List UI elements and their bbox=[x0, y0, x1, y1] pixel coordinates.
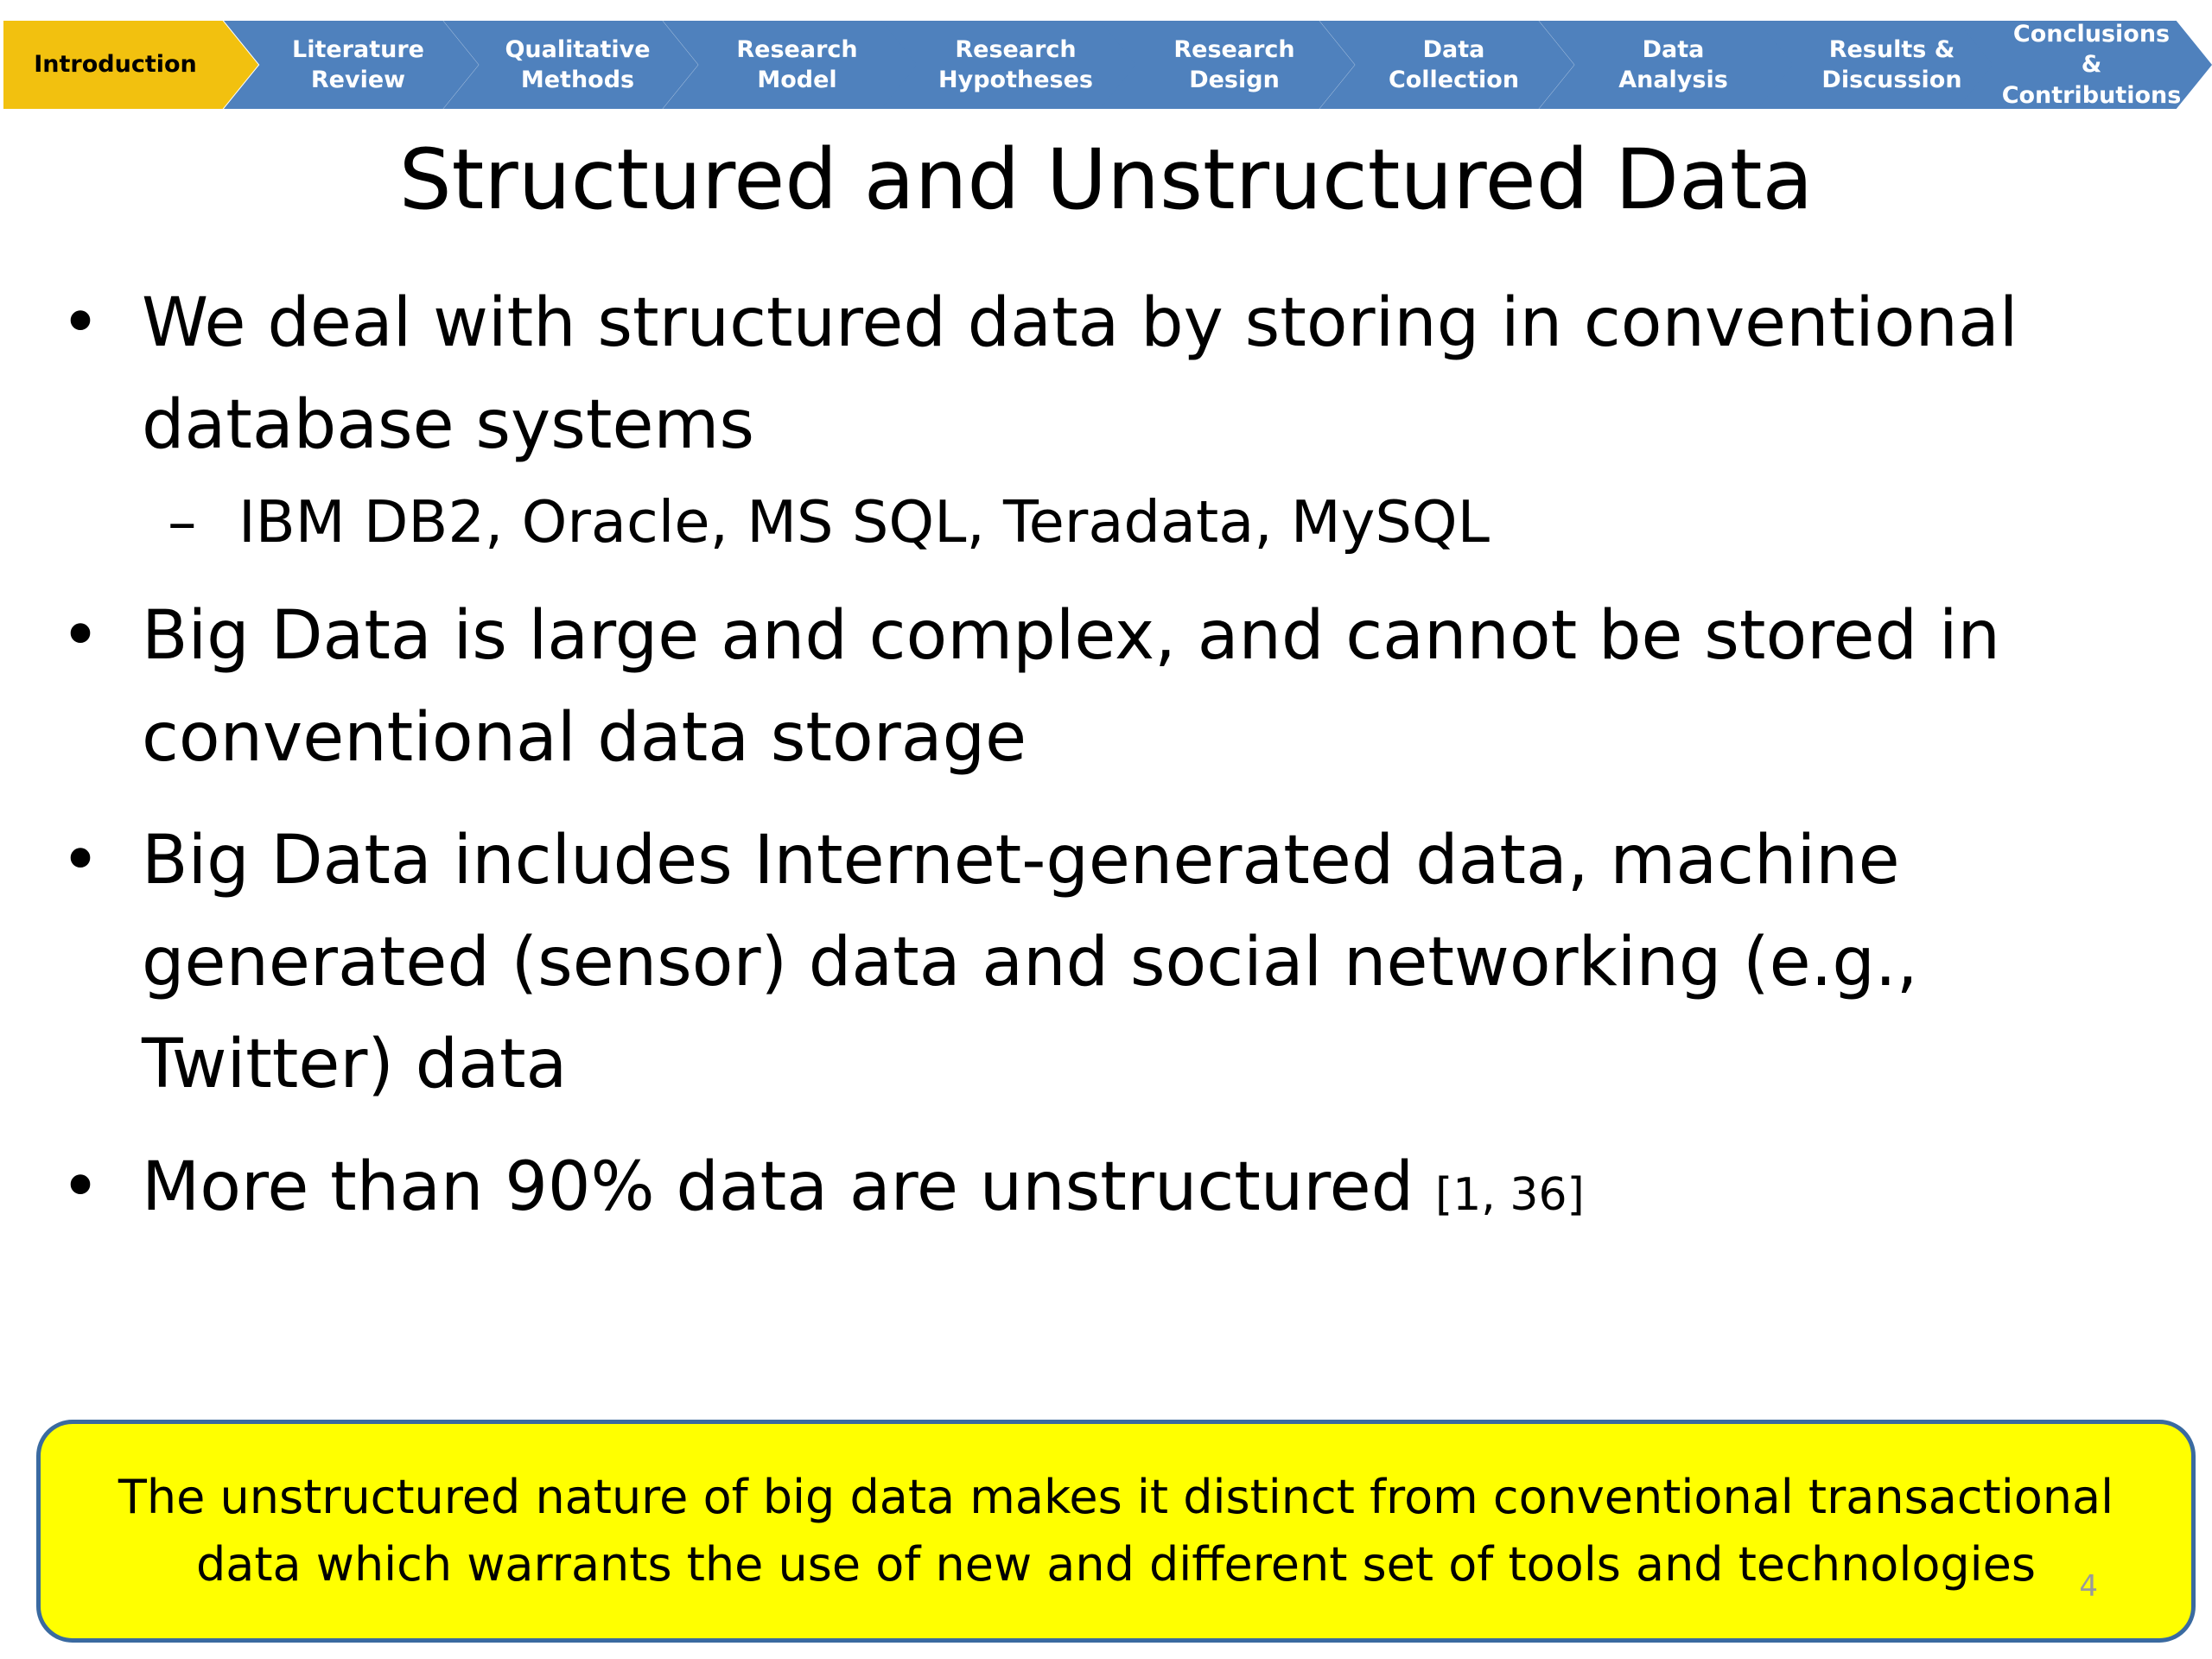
step-label: Results & Discussion bbox=[1821, 35, 1962, 93]
bullet-text: Big Data is large and complex, and canno… bbox=[142, 597, 2000, 777]
bullet-text: We deal with structured data by storing … bbox=[142, 284, 2018, 464]
callout-text: The unstructured nature of big data make… bbox=[118, 1470, 2114, 1592]
page-number: 4 bbox=[2079, 1569, 2098, 1604]
bullet-item: • Big Data is large and complex, and can… bbox=[52, 585, 2177, 789]
step-introduction[interactable]: Introduction bbox=[3, 21, 258, 109]
bullet-item: • We deal with structured data by storin… bbox=[52, 272, 2177, 564]
step-label: Data Analysis bbox=[1618, 35, 1728, 93]
slide-title: Structured and Unstructured Data bbox=[398, 131, 1814, 228]
bullet-text: More than 90% data are unstructured bbox=[142, 1148, 1435, 1226]
sub-bullet-marker: – bbox=[168, 488, 197, 556]
bullet-item: • Big Data includes Internet-generated d… bbox=[52, 810, 2177, 1116]
bullet-marker: • bbox=[60, 597, 101, 675]
bullet-marker: • bbox=[60, 822, 101, 899]
bullet-marker: • bbox=[60, 284, 101, 362]
step-literature-review[interactable]: Literature Review bbox=[224, 21, 479, 109]
callout-box: The unstructured nature of big data make… bbox=[36, 1420, 2196, 1643]
bullet-marker: • bbox=[60, 1148, 101, 1226]
bullet-item: • More than 90% data are unstructured [1… bbox=[52, 1136, 2177, 1246]
step-research-model[interactable]: Research Model bbox=[663, 21, 918, 109]
step-label: Research Hypotheses bbox=[938, 35, 1093, 93]
step-conclusions-contributions[interactable]: Conclusions & Contributions bbox=[1957, 21, 2212, 109]
step-label: Conclusions & Contributions bbox=[2001, 21, 2182, 109]
bullet-text: Big Data includes Internet-generated dat… bbox=[142, 822, 1918, 1103]
step-qualitative-methods[interactable]: Qualitative Methods bbox=[443, 21, 698, 109]
step-label: Research Model bbox=[736, 35, 858, 93]
step-label: Data Collection bbox=[1388, 35, 1520, 93]
step-research-design[interactable]: Research Design bbox=[1100, 21, 1355, 109]
step-label: Qualitative Methods bbox=[505, 35, 651, 93]
sub-bullet-item: – IBM DB2, Oracle, MS SQL, Teradata, MyS… bbox=[142, 480, 2177, 564]
step-research-hypotheses[interactable]: Research Hypotheses bbox=[881, 21, 1136, 109]
step-data-collection[interactable]: Data Collection bbox=[1319, 21, 1574, 109]
sub-bullet-text: IBM DB2, Oracle, MS SQL, Teradata, MySQL bbox=[238, 488, 1490, 556]
bullet-list: • We deal with structured data by storin… bbox=[52, 272, 2177, 1267]
step-label: Research Design bbox=[1173, 35, 1295, 93]
progress-bar: Introduction Literature Review Qualitati… bbox=[3, 21, 2212, 109]
step-label: Introduction bbox=[34, 51, 197, 79]
step-data-analysis[interactable]: Data Analysis bbox=[1539, 21, 1794, 109]
citation: [1, 36] bbox=[1434, 1169, 1585, 1221]
step-label: Literature Review bbox=[292, 35, 424, 93]
